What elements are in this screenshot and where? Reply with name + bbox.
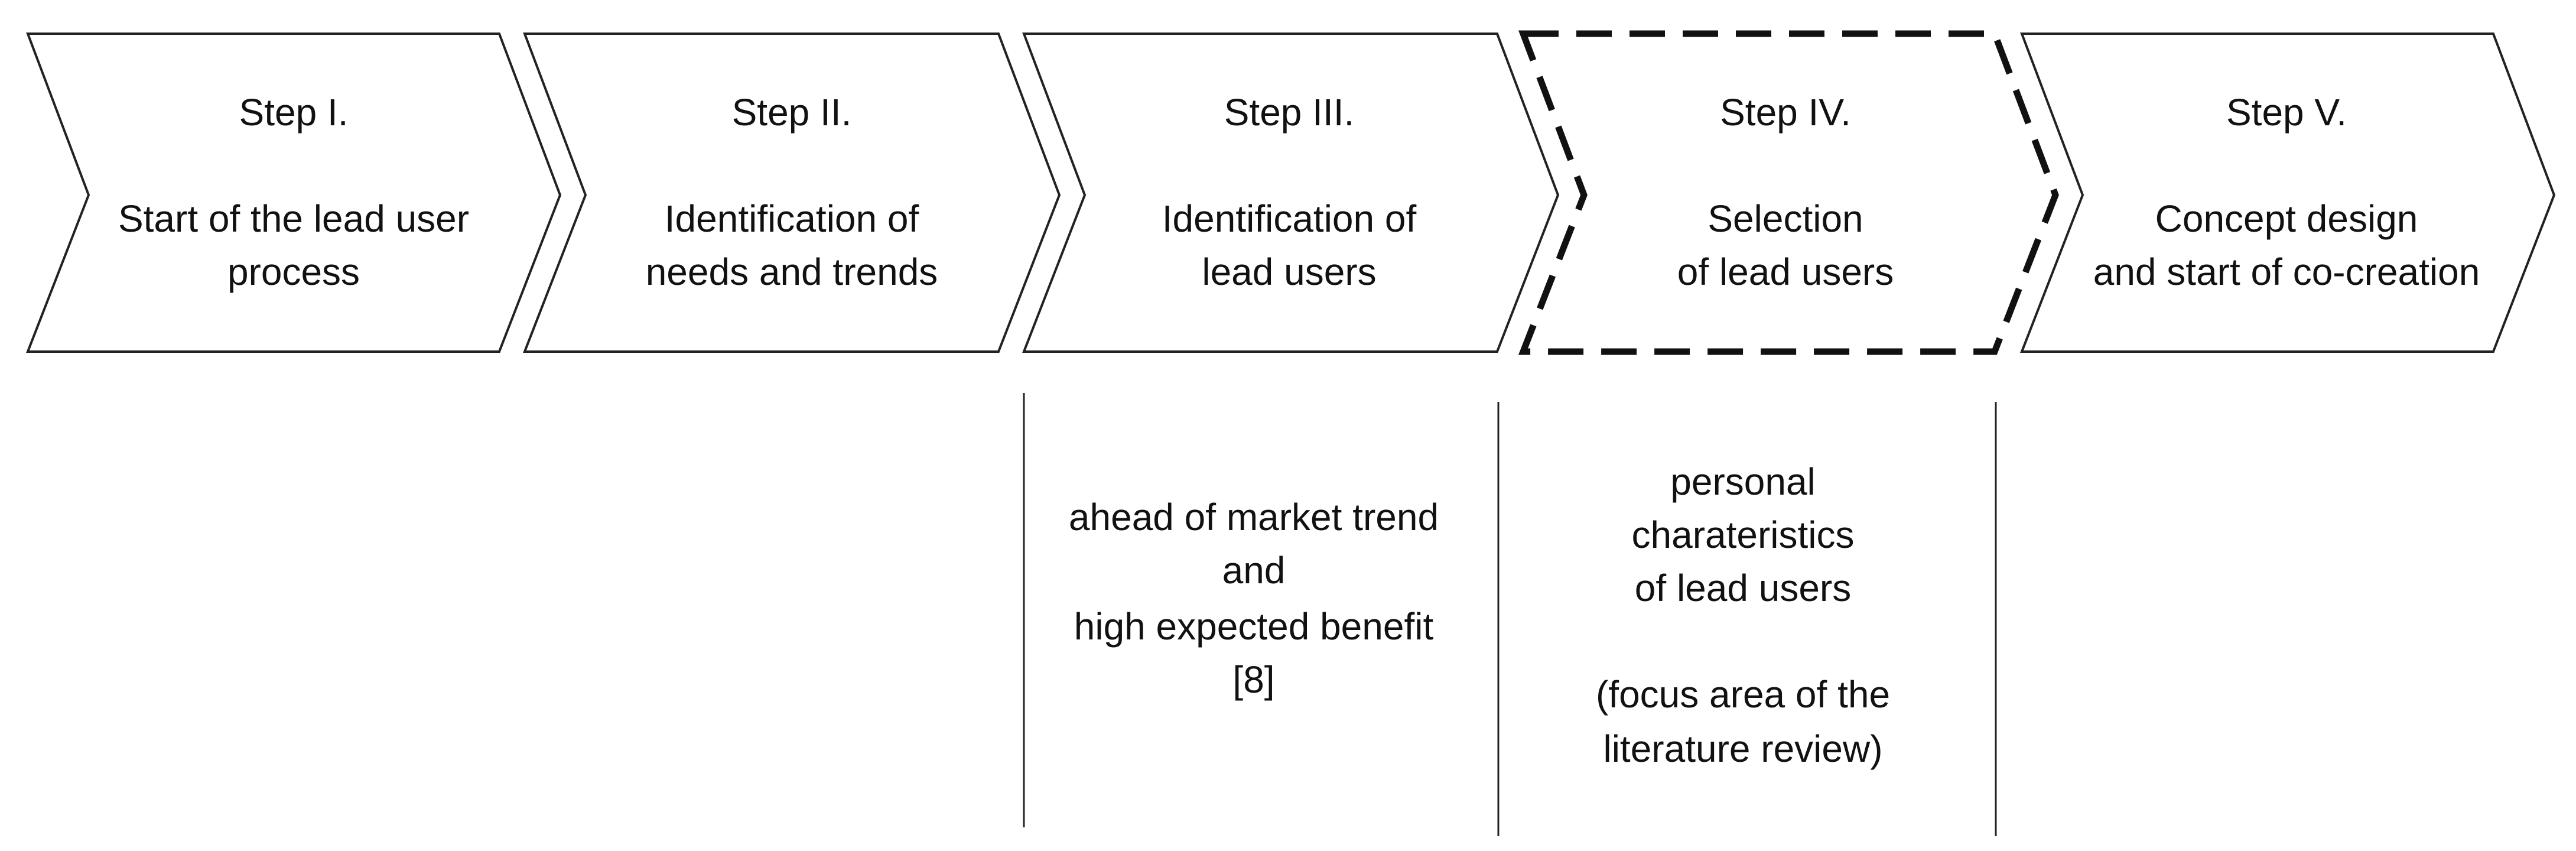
step-5-title: Step V. <box>2226 91 2347 134</box>
step-3-note-line1: ahead of market trend <box>1068 496 1439 538</box>
step-1-chevron <box>26 33 562 353</box>
step-4-title: Step IV. <box>1720 91 1851 134</box>
step-3-note-citation: [8] <box>1232 658 1275 701</box>
step-2-desc-line2: needs and trends <box>645 251 938 293</box>
step-3-chevron <box>1022 33 1560 353</box>
step-5-desc-line1: Concept design <box>2155 197 2418 240</box>
step-4-note-line3: of lead users <box>1634 567 1852 609</box>
step-4-desc-line1: Selection <box>1707 197 1863 240</box>
step-4-note-line2: charateristics <box>1631 514 1855 556</box>
step-1-desc-line1: Start of the lead user <box>118 197 470 240</box>
step-3-note-line2: and <box>1222 549 1286 592</box>
step-4-chevron-highlighted <box>1518 30 2059 355</box>
step-3-note-line3: high expected benefit <box>1074 605 1434 648</box>
step-4-note-line5: (focus area of the <box>1595 673 1891 716</box>
step-4-note-line6: literature review) <box>1603 727 1883 770</box>
step-3-title: Step III. <box>1224 91 1355 134</box>
step-2-desc-line1: Identification of <box>664 197 919 240</box>
step-2-title: Step II. <box>731 91 852 134</box>
step-5-chevron <box>2020 33 2556 353</box>
step-1-desc-line2: process <box>227 251 360 293</box>
step-3-desc-line1: Identification of <box>1162 197 1417 240</box>
step-1-title: Step I. <box>239 91 349 134</box>
step-2-chevron <box>523 33 1061 353</box>
step-4-desc-line2: of lead users <box>1677 251 1894 293</box>
step-5-desc-line2: and start of co-creation <box>2093 251 2480 293</box>
step-4-note-line1: personal <box>1670 460 1816 503</box>
step-3-desc-line2: lead users <box>1202 251 1377 293</box>
